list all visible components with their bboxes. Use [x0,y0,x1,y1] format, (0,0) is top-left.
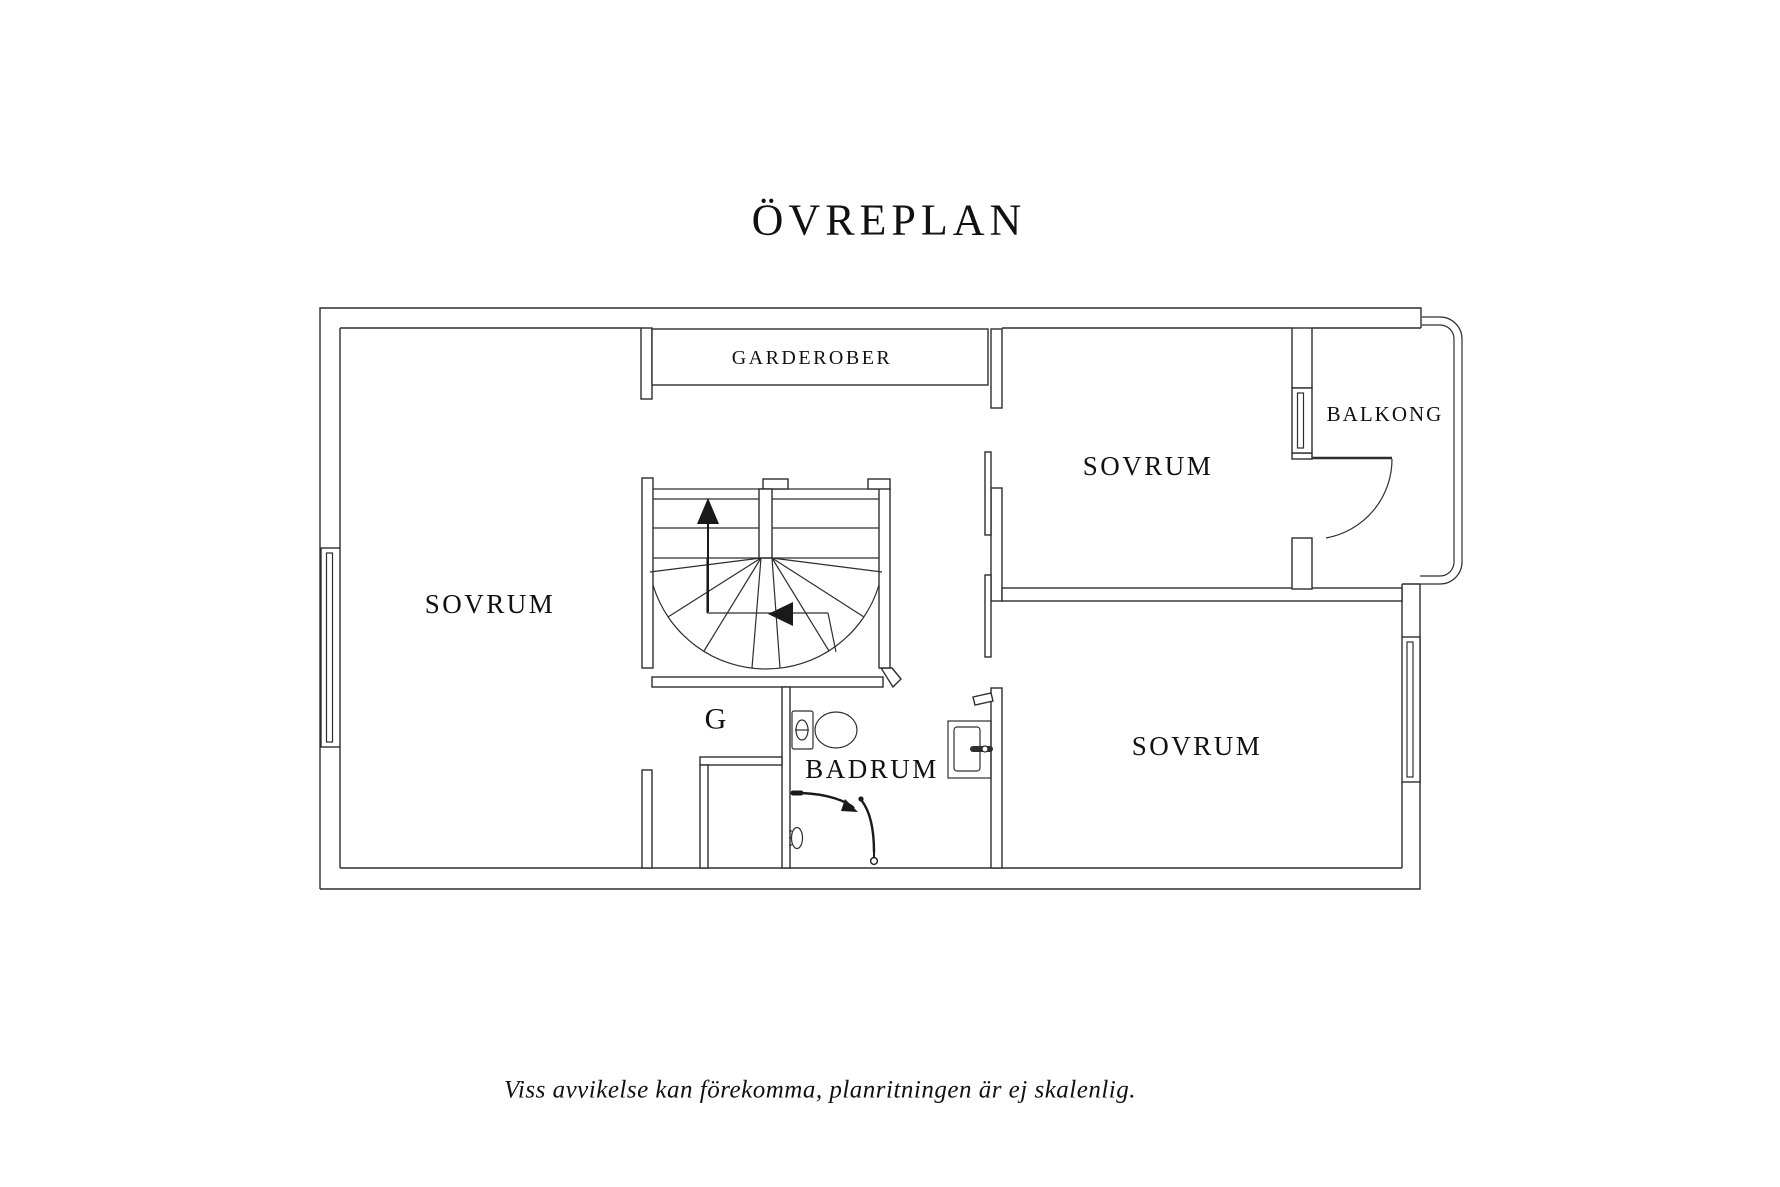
room-label-sovrum-left: SOVRUM [425,589,556,619]
arrow-up-icon [697,498,719,612]
bathroom-door-leaf [972,692,994,706]
sliding-door-leaf-upper-bedroom [984,451,992,536]
shower-icon [789,790,879,866]
room-label-closet-g: G [705,703,728,736]
arrow-left-icon [768,602,793,626]
window-icon-left [320,547,341,748]
room-label-badrum: BADRUM [805,754,939,784]
room-label-balkong: BALKONG [1327,402,1444,426]
disclaimer-text: Viss avvikelse kan förekomma, planritnin… [504,1077,1136,1104]
room-label-garderober: GARDEROBER [732,347,893,369]
room-label-sovrum-lower-right: SOVRUM [1132,731,1263,761]
interior-walls [640,327,1403,869]
room-label-sovrum-upper-right: SOVRUM [1083,451,1214,481]
balcony-door-swing-icon [1312,456,1393,539]
toilet-icon [791,710,858,750]
sink-icon [947,720,993,779]
plan-title: ÖVREPLAN [752,196,1027,245]
spiral-staircase-icon [641,477,891,670]
window-icon-balcony [1291,387,1313,454]
balcony-railing [1420,316,1463,585]
window-icon-right [1401,636,1421,783]
sliding-door-leaf-lower-bedroom [984,574,992,658]
garderober-closet-box [651,328,989,386]
